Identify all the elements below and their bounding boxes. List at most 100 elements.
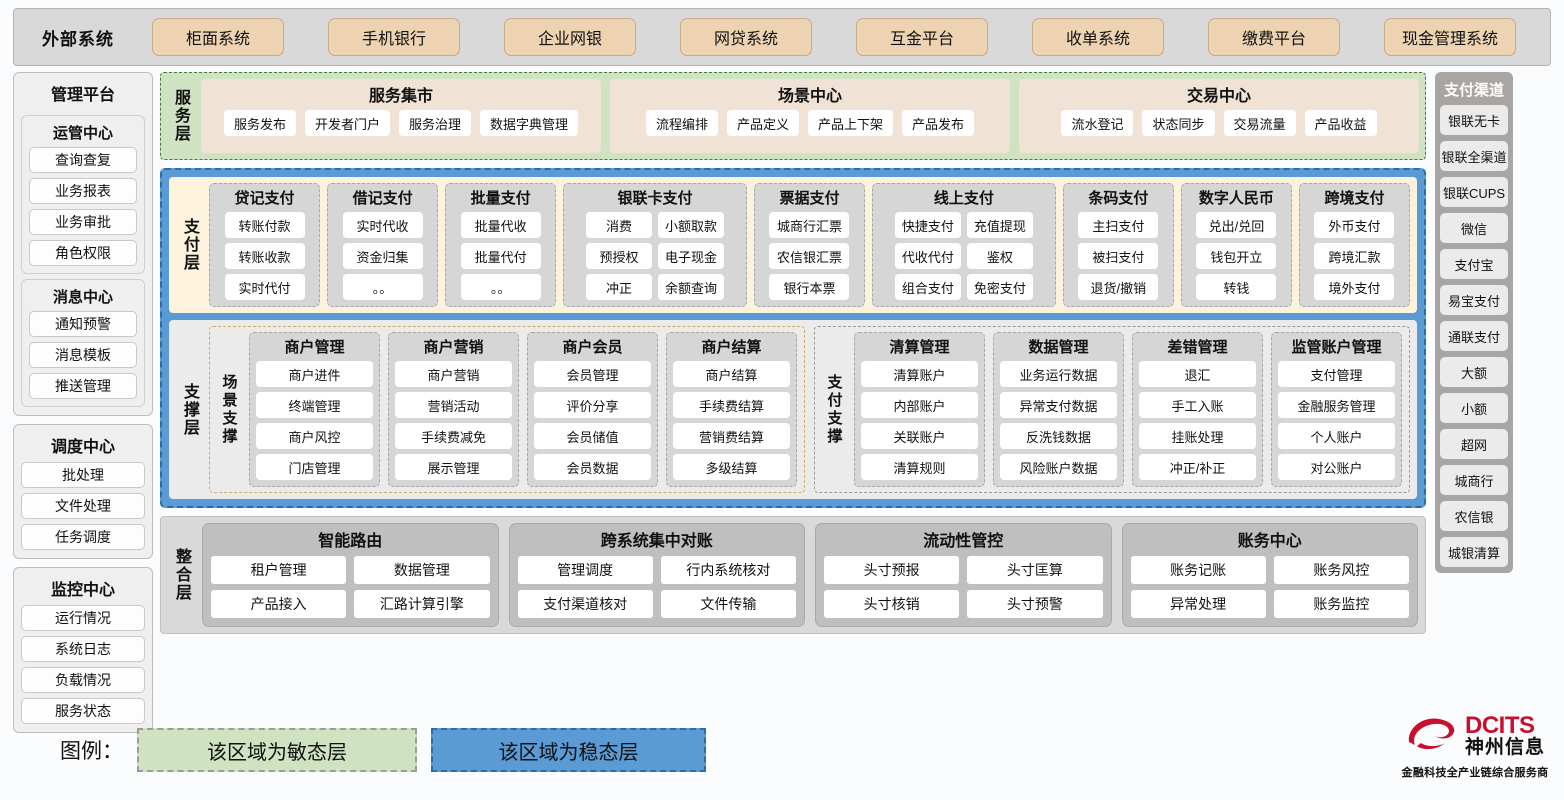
external-system-chip[interactable]: 柜面系统 <box>152 18 284 56</box>
payment-channel-item[interactable]: 支付宝 <box>1440 249 1508 279</box>
service-center-item[interactable]: 交易流量 <box>1223 110 1296 136</box>
payment-item[interactable]: 境外支付 <box>1314 274 1395 300</box>
payment-channel-item[interactable]: 超网 <box>1440 429 1508 459</box>
sidebar-item[interactable]: 批处理 <box>21 462 145 488</box>
support-item[interactable]: 会员储值 <box>534 423 651 449</box>
support-item[interactable]: 异常支付数据 <box>1000 392 1117 418</box>
sidebar-item[interactable]: 运行情况 <box>21 605 145 631</box>
payment-item[interactable]: 消费 <box>586 212 653 238</box>
payment-channel-item[interactable]: 城银清算 <box>1440 537 1508 567</box>
integration-item[interactable]: 汇路计算引擎 <box>354 590 490 618</box>
sidebar-item[interactable]: 查询查复 <box>29 147 137 173</box>
payment-channel-item[interactable]: 银联无卡 <box>1440 105 1508 135</box>
service-center-item[interactable]: 数据字典管理 <box>480 110 579 136</box>
payment-channel-item[interactable]: 城商行 <box>1440 465 1508 495</box>
integration-item[interactable]: 账务记账 <box>1130 556 1266 584</box>
support-item[interactable]: 关联账户 <box>861 423 978 449</box>
service-center-item[interactable]: 产品上下架 <box>808 110 894 136</box>
integration-item[interactable]: 异常处理 <box>1130 590 1266 618</box>
sidebar-item[interactable]: 系统日志 <box>21 636 145 662</box>
sidebar-item[interactable]: 推送管理 <box>29 373 137 399</box>
support-item[interactable]: 评价分享 <box>534 392 651 418</box>
support-item[interactable]: 内部账户 <box>861 392 978 418</box>
service-center-item[interactable]: 服务治理 <box>399 110 472 136</box>
payment-item[interactable]: 余额查询 <box>658 274 725 300</box>
support-item[interactable]: 手续费减免 <box>395 423 512 449</box>
payment-item[interactable]: 被扫支付 <box>1078 243 1159 269</box>
payment-item[interactable]: 退货/撤销 <box>1078 274 1159 300</box>
integration-item[interactable]: 管理调度 <box>517 556 653 584</box>
integration-item[interactable]: 产品接入 <box>211 590 347 618</box>
payment-item[interactable]: 充值提现 <box>966 212 1033 238</box>
sidebar-item[interactable]: 角色权限 <box>29 240 137 266</box>
external-system-chip[interactable]: 缴费平台 <box>1208 18 1340 56</box>
payment-item[interactable]: 快捷支付 <box>894 212 961 238</box>
service-center-item[interactable]: 服务发布 <box>223 110 296 136</box>
payment-item[interactable]: 免密支付 <box>966 274 1033 300</box>
payment-item[interactable]: 组合支付 <box>894 274 961 300</box>
payment-item[interactable]: 。。 <box>342 274 423 300</box>
support-item[interactable]: 退汇 <box>1139 361 1256 387</box>
sidebar-item[interactable]: 负载情况 <box>21 667 145 693</box>
payment-channel-item[interactable]: 大额 <box>1440 357 1508 387</box>
payment-item[interactable]: 转账收款 <box>224 243 305 269</box>
support-item[interactable]: 会员数据 <box>534 454 651 480</box>
sidebar-item[interactable]: 服务状态 <box>21 698 145 724</box>
payment-item[interactable]: 电子现金 <box>658 243 725 269</box>
service-center-item[interactable]: 流程编排 <box>645 110 718 136</box>
external-system-chip[interactable]: 收单系统 <box>1032 18 1164 56</box>
support-item[interactable]: 个人账户 <box>1278 423 1395 449</box>
sidebar-item[interactable]: 业务报表 <box>29 178 137 204</box>
payment-item[interactable]: 银行本票 <box>769 274 850 300</box>
support-item[interactable]: 挂账处理 <box>1139 423 1256 449</box>
service-center-item[interactable]: 流水登记 <box>1061 110 1134 136</box>
support-item[interactable]: 金融服务管理 <box>1278 392 1395 418</box>
payment-item[interactable]: 批量代付 <box>460 243 541 269</box>
support-item[interactable]: 会员管理 <box>534 361 651 387</box>
integration-item[interactable]: 数据管理 <box>354 556 490 584</box>
payment-item[interactable]: 。。 <box>460 274 541 300</box>
payment-item[interactable]: 实时代付 <box>224 274 305 300</box>
support-item[interactable]: 手续费结算 <box>673 392 790 418</box>
integration-item[interactable]: 头寸核销 <box>824 590 960 618</box>
support-item[interactable]: 营销费结算 <box>673 423 790 449</box>
payment-item[interactable]: 实时代收 <box>342 212 423 238</box>
support-item[interactable]: 商户风控 <box>256 423 373 449</box>
sidebar-item[interactable]: 文件处理 <box>21 493 145 519</box>
support-item[interactable]: 门店管理 <box>256 454 373 480</box>
payment-item[interactable]: 主扫支付 <box>1078 212 1159 238</box>
support-item[interactable]: 商户营销 <box>395 361 512 387</box>
payment-item[interactable]: 代收代付 <box>894 243 961 269</box>
sidebar-item[interactable]: 通知预警 <box>29 311 137 337</box>
support-item[interactable]: 清算账户 <box>861 361 978 387</box>
sidebar-item[interactable]: 任务调度 <box>21 524 145 550</box>
payment-item[interactable]: 钱包开立 <box>1196 243 1277 269</box>
payment-channel-item[interactable]: 银联CUPS <box>1440 177 1508 207</box>
payment-item[interactable]: 城商行汇票 <box>769 212 850 238</box>
payment-channel-item[interactable]: 通联支付 <box>1440 321 1508 351</box>
integration-item[interactable]: 行内系统核对 <box>660 556 796 584</box>
support-item[interactable]: 展示管理 <box>395 454 512 480</box>
payment-item[interactable]: 批量代收 <box>460 212 541 238</box>
support-item[interactable]: 风险账户数据 <box>1000 454 1117 480</box>
external-system-chip[interactable]: 网贷系统 <box>680 18 812 56</box>
integration-item[interactable]: 支付渠道核对 <box>517 590 653 618</box>
external-system-chip[interactable]: 现金管理系统 <box>1384 18 1516 56</box>
integration-item[interactable]: 账务风控 <box>1273 556 1409 584</box>
payment-item[interactable]: 资金归集 <box>342 243 423 269</box>
support-item[interactable]: 支付管理 <box>1278 361 1395 387</box>
payment-item[interactable]: 兑出/兑回 <box>1196 212 1277 238</box>
integration-item[interactable]: 文件传输 <box>660 590 796 618</box>
integration-item[interactable]: 头寸匡算 <box>967 556 1103 584</box>
payment-channel-item[interactable]: 农信银 <box>1440 501 1508 531</box>
payment-item[interactable]: 转账付款 <box>224 212 305 238</box>
support-item[interactable]: 业务运行数据 <box>1000 361 1117 387</box>
support-item[interactable]: 反洗钱数据 <box>1000 423 1117 449</box>
service-center-item[interactable]: 产品发布 <box>902 110 975 136</box>
service-center-item[interactable]: 状态同步 <box>1142 110 1215 136</box>
sidebar-item[interactable]: 消息模板 <box>29 342 137 368</box>
support-item[interactable]: 冲正/补正 <box>1139 454 1256 480</box>
service-center-item[interactable]: 产品定义 <box>726 110 799 136</box>
service-center-item[interactable]: 产品收益 <box>1304 110 1377 136</box>
support-item[interactable]: 多级结算 <box>673 454 790 480</box>
